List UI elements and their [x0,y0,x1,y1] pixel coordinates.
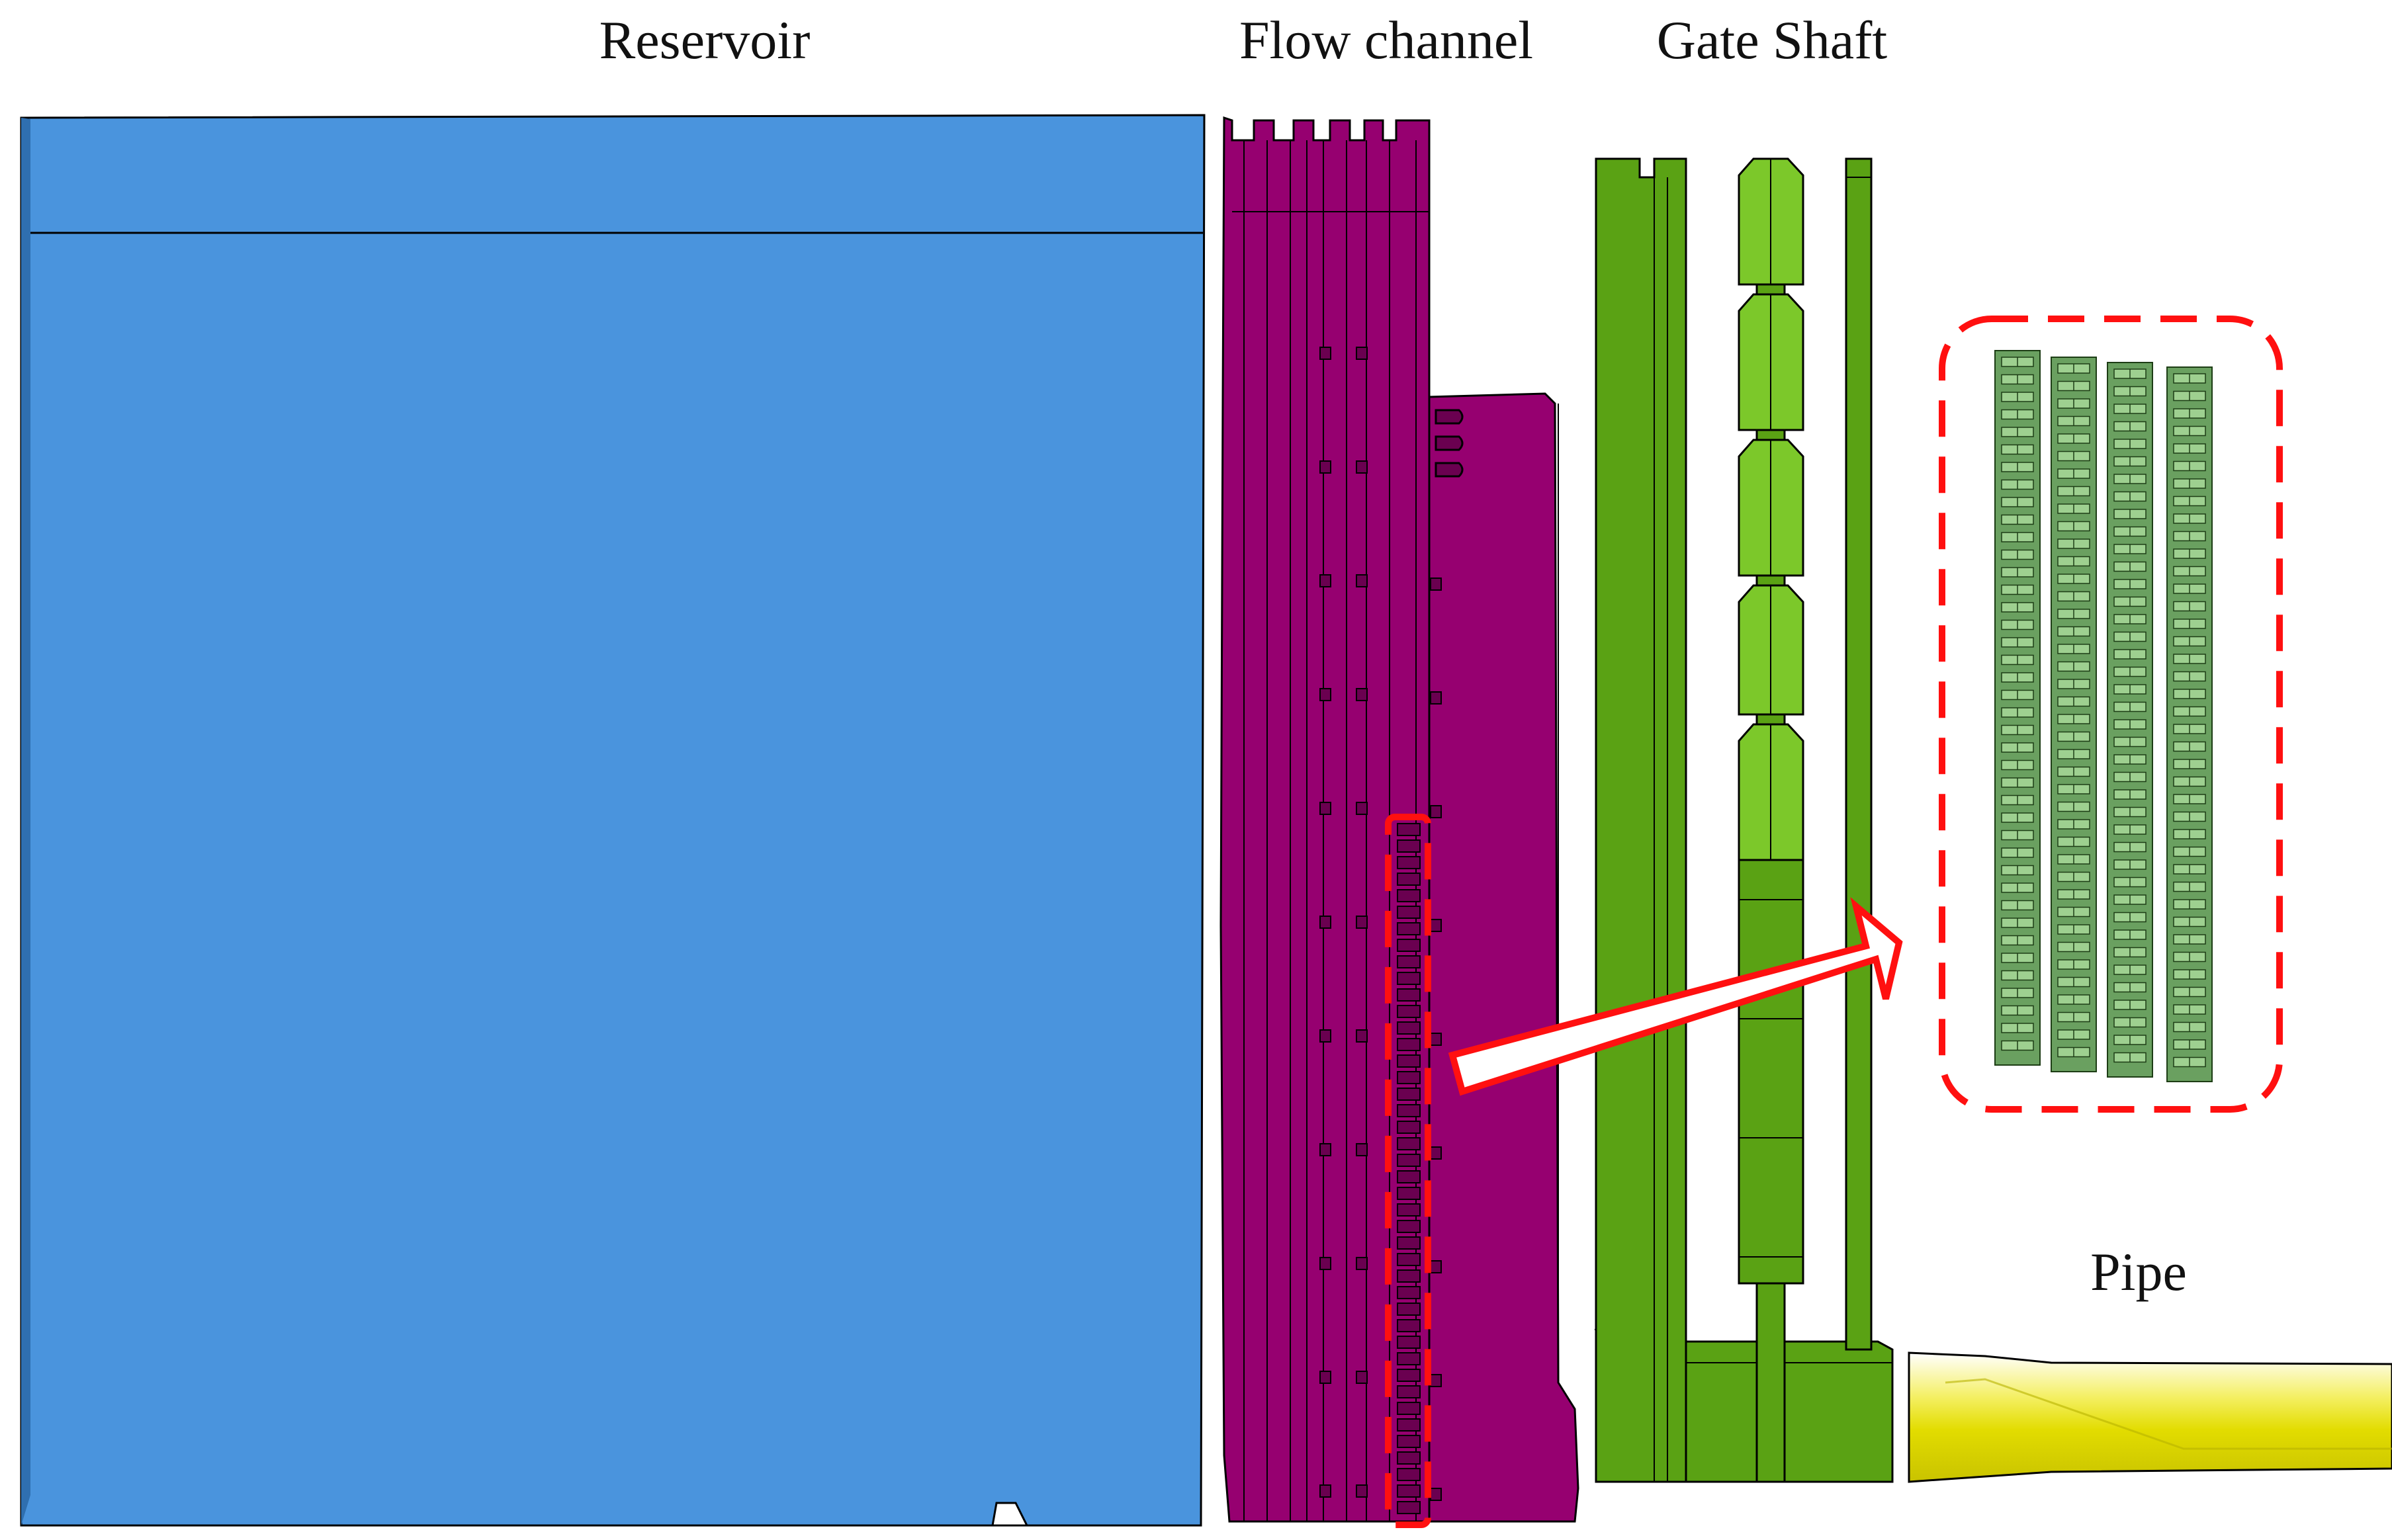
strip-unit [1397,906,1421,919]
bolt-hole [1430,1146,1442,1160]
strip-unit [1397,1418,1421,1432]
strip-unit [1397,1253,1421,1266]
strip-unit [1397,1154,1421,1167]
strip-unit [1397,955,1421,968]
dashed-zoom-box-icon [1939,316,2283,1113]
strip-unit [1397,1501,1421,1514]
bolt-hole [1319,1029,1331,1043]
strip-unit [1397,856,1421,869]
mesh-column [2051,357,2097,1072]
gate-segments [1738,157,1804,1285]
strip-unit [1397,1369,1421,1382]
strip-unit [1397,1269,1421,1283]
bolt-hole [1356,802,1368,815]
bolt-hole [1319,688,1331,701]
bolt-hole [1319,1484,1331,1498]
bolt-hole [1430,919,1442,932]
gate-shaft-block [1594,157,1894,1483]
bolt-hole [1319,1143,1331,1156]
strip-unit [1397,1385,1421,1398]
strip-unit [1397,1038,1421,1051]
zoomed-mesh-columns [1994,350,2213,1082]
strip-unit [1397,1303,1421,1316]
strip-unit [1397,1021,1421,1035]
strip-unit [1397,972,1421,985]
reservoir-block [20,114,1206,1527]
mesh-column [2166,366,2213,1082]
bolt-hole [1356,1484,1368,1498]
strip-unit [1397,1451,1421,1465]
bolt-hole [1356,1029,1368,1043]
strip-unit [1397,1435,1421,1448]
strip-highlight-box [1385,814,1431,1528]
strip-unit [1397,1319,1421,1332]
bolt-hole [1430,805,1442,818]
pipe-block [1908,1351,2392,1483]
strip-unit [1397,1071,1421,1084]
strip-unit [1397,1104,1421,1117]
strip-unit [1397,1054,1421,1068]
strip-unit [1397,1203,1421,1217]
bolt-hole [1356,688,1368,701]
pipe-label: Pipe [2090,1242,2187,1302]
strip-unit [1397,1484,1421,1498]
strip-unit [1397,823,1421,836]
bolt-hole [1356,1143,1368,1156]
strip-unit [1397,873,1421,886]
highlighted-strip [1397,823,1421,1514]
strip-unit [1397,1402,1421,1415]
flow-channel-label: Flow channel [1239,10,1533,70]
strip-unit [1397,1170,1421,1183]
strip-unit [1397,1286,1421,1299]
mesh-column [2107,362,2153,1078]
strip-unit [1397,1121,1421,1134]
strip-unit [1397,922,1421,935]
gate-lower-column [1738,859,1804,1285]
strip-unit [1397,1137,1421,1150]
bolt-hole [1356,460,1368,474]
block-arrow-icon [1448,897,1903,1096]
strip-unit [1397,1005,1421,1018]
bolt-hole [1319,1257,1331,1270]
bolt-hole [1430,1374,1442,1387]
gate-shaft-label: Gate Shaft [1657,10,1888,70]
bolt-hole [1319,347,1331,360]
bolt-hole [1319,802,1331,815]
bolt-hole [1356,574,1368,587]
mesh-column [1994,350,2041,1066]
bolt-hole [1319,574,1331,587]
bolt-hole [1356,1371,1368,1384]
bolt-hole [1356,347,1368,360]
bolt-hole [1430,578,1442,591]
strip-unit [1397,1220,1421,1233]
bolt-hole [1430,1033,1442,1046]
strip-unit [1397,1236,1421,1250]
strip-unit [1397,889,1421,902]
strip-unit [1397,1088,1421,1101]
strip-unit [1397,1187,1421,1200]
bolt-hole [1430,1488,1442,1501]
flow-channel-bolt-holes [1319,347,1442,1501]
strip-unit [1397,988,1421,1002]
bolt-hole [1319,1371,1331,1384]
bolt-hole [1356,916,1368,929]
bolt-hole [1319,460,1331,474]
bolt-hole [1356,1257,1368,1270]
bolt-hole [1319,916,1331,929]
strip-unit [1397,839,1421,853]
flow-channel-vents [1435,409,1464,478]
strip-unit [1397,939,1421,952]
strip-unit [1397,1352,1421,1365]
bolt-hole [1430,691,1442,705]
strip-unit [1397,1336,1421,1349]
reservoir-label: Reservoir [599,10,811,70]
strip-unit [1397,1468,1421,1481]
bolt-hole [1430,1260,1442,1273]
flow-channel-block [1219,116,1579,1523]
